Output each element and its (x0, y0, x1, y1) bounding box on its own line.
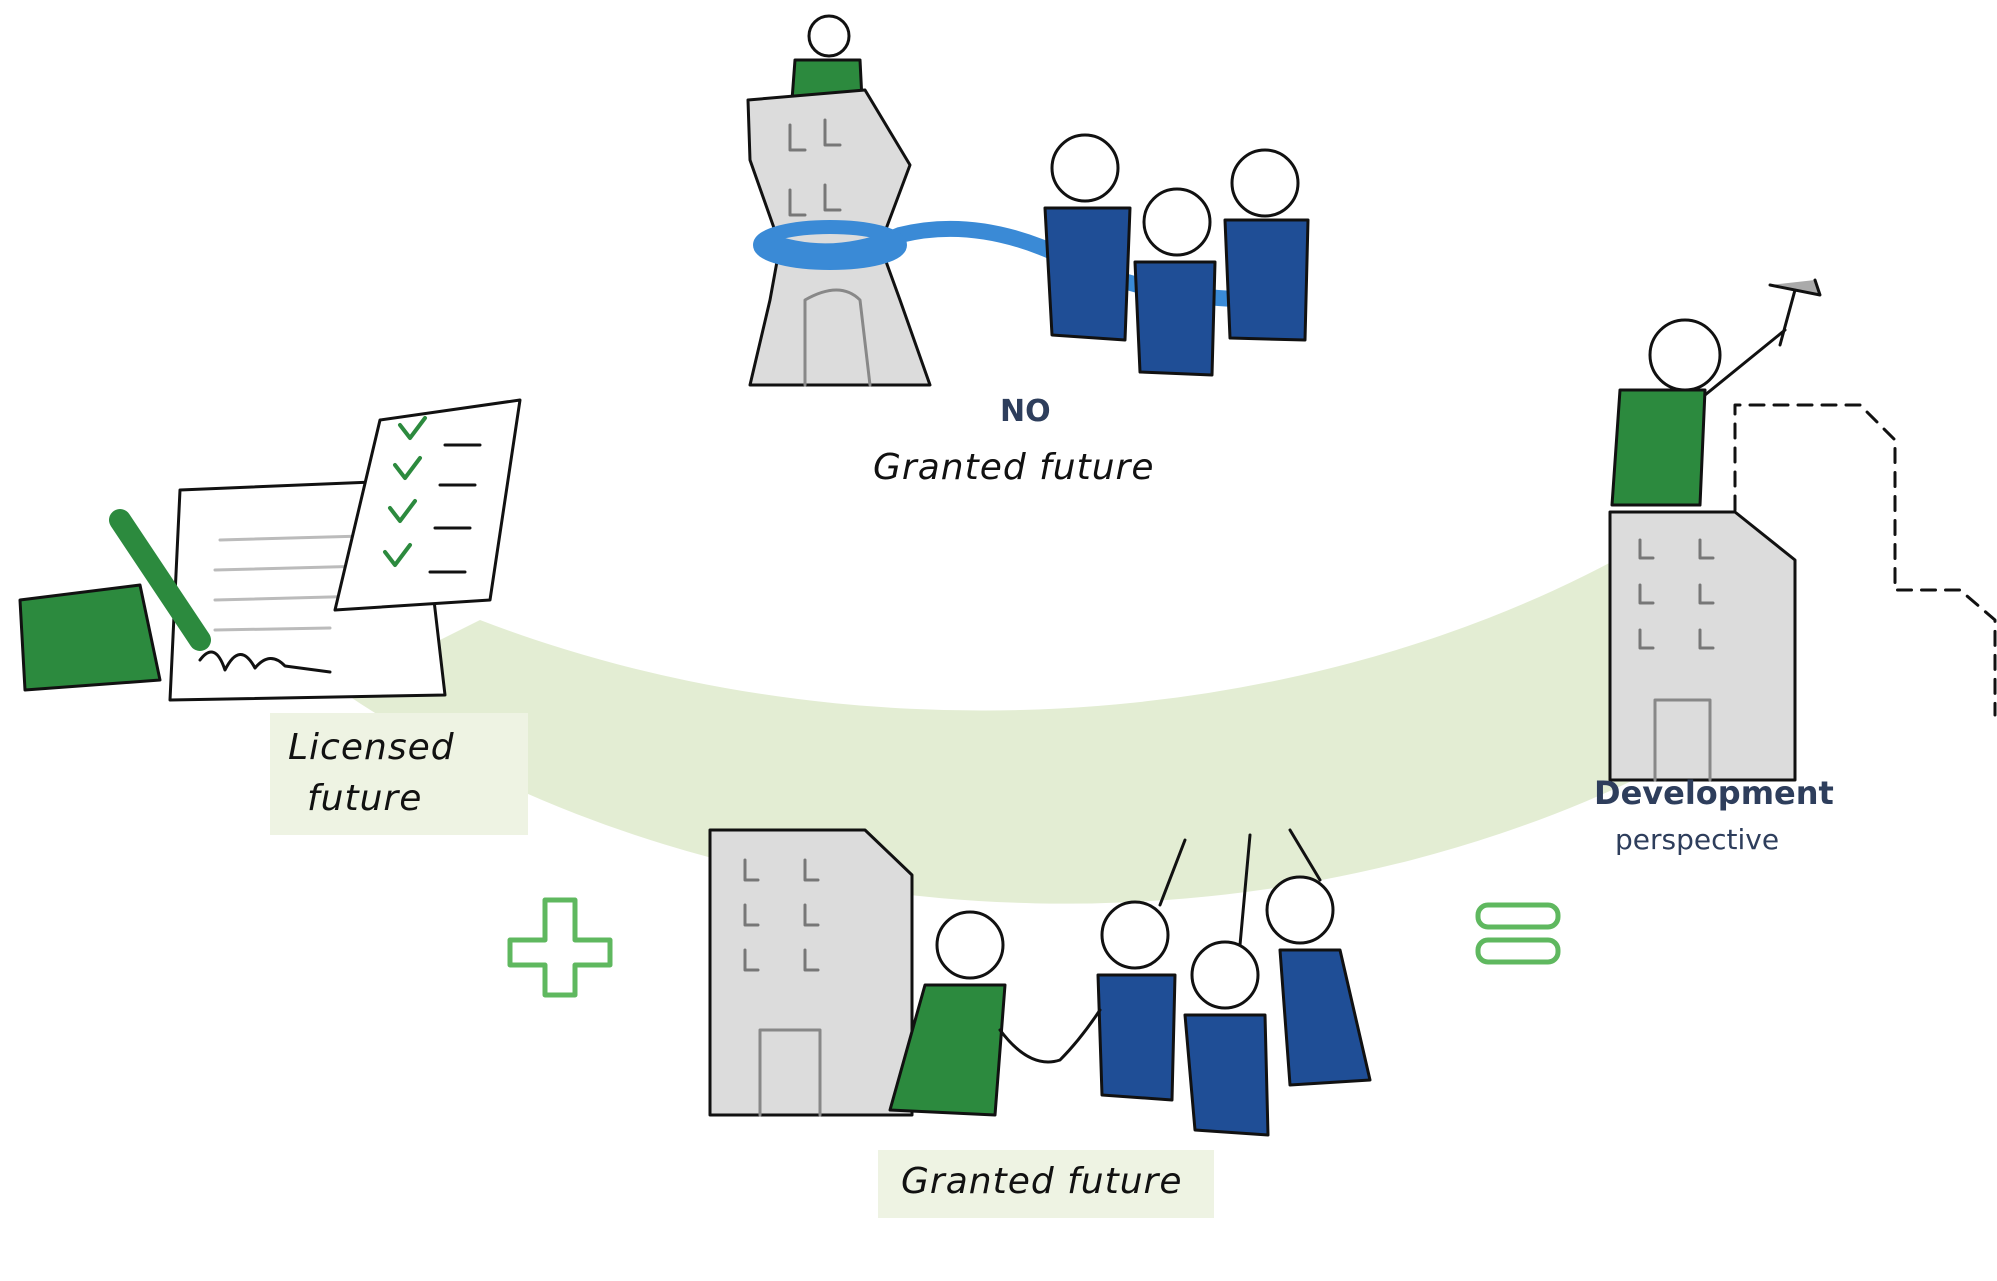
rope-knot (753, 220, 907, 270)
right-building-windows (1638, 538, 1715, 650)
green-person-head (935, 910, 1005, 980)
equals-icon-bottom-bar (1475, 937, 1561, 965)
top-scene-illustration (746, 14, 1310, 387)
handshake-illustration (708, 828, 1372, 1137)
check-marks (383, 416, 427, 567)
blue-person-3-head (1265, 875, 1335, 945)
top-person-head (807, 14, 851, 58)
perspective-label: perspective (1615, 823, 1780, 856)
blue-person-2-head (1190, 940, 1260, 1010)
puller-3-body (1223, 218, 1310, 342)
checklist-paper (333, 398, 522, 612)
bottom-building-windows (743, 858, 820, 972)
right-building (1608, 510, 1797, 782)
checklist-lines (428, 443, 482, 574)
bottom-building (708, 828, 914, 1117)
blue-person-3-body (1278, 948, 1372, 1087)
builder-body (1610, 388, 1707, 507)
bottom-building-door (758, 1028, 822, 1117)
contract-lines (213, 533, 407, 632)
licensed-label-box (270, 713, 528, 835)
puller-3-head (1230, 148, 1300, 218)
builder-head (1648, 318, 1722, 392)
green-person-body (888, 983, 1007, 1117)
blue-person-1-head (1100, 900, 1170, 970)
puller-2-body (1133, 260, 1217, 377)
licensed-label-line2: future (307, 778, 423, 819)
bottom-granted-label: Granted future (901, 1161, 1183, 1202)
dashed-expansion-outline (1733, 403, 1997, 717)
signing-illustration (18, 398, 522, 702)
handshake (998, 1008, 1102, 1064)
builder-arm (1703, 328, 1787, 397)
licensed-label-line1: Licensed (288, 727, 455, 768)
top-granted-label: Granted future (873, 447, 1155, 488)
tied-building (746, 88, 932, 387)
puller-2-head (1142, 187, 1212, 257)
puller-1-head (1050, 133, 1120, 203)
builder-illustration (1608, 278, 1997, 782)
raised-arms (1158, 828, 1322, 947)
background-arc (340, 560, 1745, 904)
pen (109, 509, 211, 651)
signature (198, 650, 332, 674)
development-label: Development (1594, 774, 1834, 812)
tied-building-windows (788, 118, 842, 217)
blue-person-1-body (1096, 973, 1177, 1102)
tied-building-door (803, 288, 872, 387)
right-building-door (1653, 698, 1712, 782)
puller-1-body (1043, 206, 1132, 342)
green-sleeve (18, 583, 162, 692)
bottom-granted-label-box (878, 1150, 1214, 1218)
blue-person-2-body (1183, 1013, 1270, 1137)
plus-icon (507, 897, 613, 998)
equals-icon-top-bar (1475, 902, 1561, 930)
top-no-label: NO (1000, 394, 1051, 429)
hammer-icon (1768, 278, 1822, 347)
